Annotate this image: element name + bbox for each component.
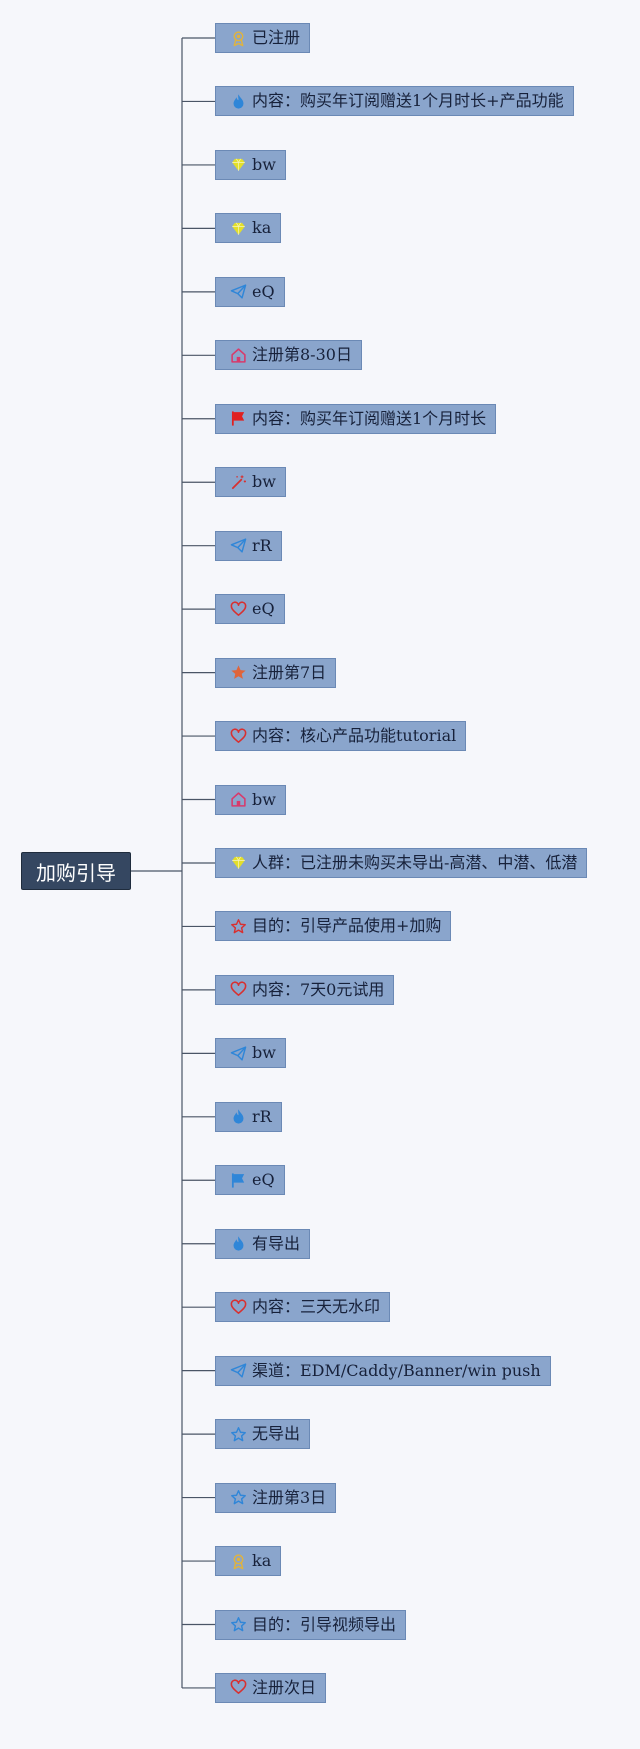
child-node[interactable]: 内容：7天0元试用 xyxy=(215,974,395,1005)
child-node[interactable]: bw xyxy=(215,1038,286,1069)
flame-icon xyxy=(230,1108,247,1125)
child-node-label: 内容：购买年订阅赠送1个月时长+产品功能 xyxy=(252,91,564,111)
child-node-label: 无导出 xyxy=(252,1424,301,1444)
child-node-label: rR xyxy=(252,1106,272,1126)
child-node[interactable]: 内容：购买年订阅赠送1个月时长+产品功能 xyxy=(215,86,574,117)
child-node[interactable]: 注册第7日 xyxy=(215,657,337,688)
child-node-label: eQ xyxy=(252,281,275,301)
paper-plane-icon xyxy=(230,1362,247,1379)
child-node-label: bw xyxy=(252,789,276,809)
child-node-label: 注册第3日 xyxy=(252,1487,327,1507)
flag-icon xyxy=(230,410,247,427)
child-node[interactable]: 内容：核心产品功能tutorial xyxy=(215,721,467,752)
child-node-label: 注册第7日 xyxy=(252,662,327,682)
child-node-label: 渠道：EDM/Caddy/Banner/win push xyxy=(252,1360,541,1380)
child-node[interactable]: ka xyxy=(215,213,282,244)
child-node[interactable]: 内容：三天无水印 xyxy=(215,1292,391,1323)
star-outline-icon xyxy=(230,1616,247,1633)
child-node-label: 目的：引导产品使用+加购 xyxy=(252,916,442,936)
child-node-label: 注册次日 xyxy=(252,1677,317,1697)
child-node-label: rR xyxy=(252,535,272,555)
child-node[interactable]: 注册第8-30日 xyxy=(215,340,362,371)
heart-icon xyxy=(230,1679,247,1696)
child-node-label: ka xyxy=(252,1551,272,1571)
child-node-label: bw xyxy=(252,472,276,492)
child-node[interactable]: eQ xyxy=(215,594,285,625)
child-node[interactable]: bw xyxy=(215,149,286,180)
child-node-label: ka xyxy=(252,218,272,238)
child-node[interactable]: 人群：已注册未购买未导出-高潜、中潜、低潜 xyxy=(215,847,588,878)
child-node-label: eQ xyxy=(252,1170,275,1190)
child-node[interactable]: 已注册 xyxy=(215,23,311,53)
child-node[interactable]: rR xyxy=(215,1101,282,1132)
child-node-label: bw xyxy=(252,154,276,174)
child-node[interactable]: 目的：引导视频导出 xyxy=(215,1609,407,1640)
flag-icon xyxy=(230,1172,247,1189)
child-node-label: eQ xyxy=(252,599,275,619)
child-node-label: 人群：已注册未购买未导出-高潜、中潜、低潜 xyxy=(252,852,578,872)
paper-plane-icon xyxy=(230,537,247,554)
child-node-label: 内容：三天无水印 xyxy=(252,1297,381,1317)
diamond-icon xyxy=(230,220,247,237)
heart-icon xyxy=(230,728,247,745)
heart-icon xyxy=(230,1299,247,1316)
child-node-label: 内容：7天0元试用 xyxy=(252,979,385,999)
child-node[interactable]: 注册次日 xyxy=(215,1672,327,1703)
child-node[interactable]: 渠道：EDM/Caddy/Banner/win push xyxy=(215,1355,551,1386)
child-node[interactable]: 注册第3日 xyxy=(215,1482,337,1513)
flame-icon xyxy=(230,93,247,110)
child-node[interactable]: ka xyxy=(215,1546,282,1577)
heart-icon xyxy=(230,601,247,618)
star-filled-icon xyxy=(230,664,247,681)
star-outline-icon xyxy=(230,1426,247,1443)
child-node[interactable]: 目的：引导产品使用+加购 xyxy=(215,911,452,942)
paper-plane-icon xyxy=(230,283,247,300)
star-outline-icon xyxy=(230,918,247,935)
award-icon xyxy=(230,1553,247,1570)
child-node-label: 内容：购买年订阅赠送1个月时长 xyxy=(252,408,487,428)
child-node-label: 注册第8-30日 xyxy=(252,345,352,365)
child-node[interactable]: rR xyxy=(215,530,282,561)
child-node[interactable]: 有导出 xyxy=(215,1228,311,1259)
paper-plane-icon xyxy=(230,1045,247,1062)
child-node-label: bw xyxy=(252,1043,276,1063)
child-node-label: 有导出 xyxy=(252,1233,301,1253)
award-icon xyxy=(230,30,247,47)
flame-icon xyxy=(230,1235,247,1252)
child-node[interactable]: bw xyxy=(215,467,286,498)
home-icon xyxy=(230,347,247,364)
child-node[interactable]: eQ xyxy=(215,1165,285,1196)
diamond-icon xyxy=(230,854,247,871)
root-node-label: 加购引导 xyxy=(36,860,116,885)
diamond-icon xyxy=(230,156,247,173)
child-node[interactable]: eQ xyxy=(215,276,285,307)
root-node[interactable]: 加购引导 xyxy=(21,852,131,890)
child-node-label: 内容：核心产品功能tutorial xyxy=(252,726,457,746)
child-node[interactable]: 内容：购买年订阅赠送1个月时长 xyxy=(215,403,497,434)
child-node[interactable]: 无导出 xyxy=(215,1419,311,1450)
child-node-label: 已注册 xyxy=(252,28,301,47)
child-node-label: 目的：引导视频导出 xyxy=(252,1614,397,1634)
home-icon xyxy=(230,791,247,808)
star-outline-icon xyxy=(230,1489,247,1506)
magic-wand-icon xyxy=(230,474,247,491)
heart-icon xyxy=(230,981,247,998)
child-node[interactable]: bw xyxy=(215,784,286,815)
